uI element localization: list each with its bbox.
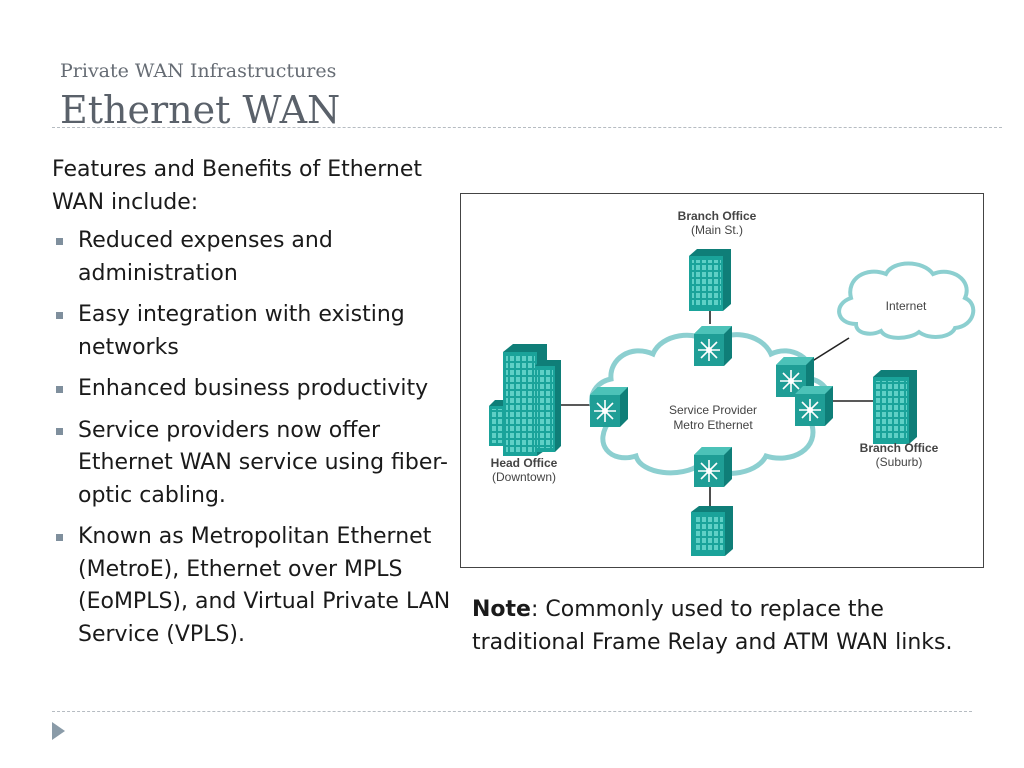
note-body: : Commonly used to replace the tradition… xyxy=(472,597,953,655)
right-lower-switch-icon xyxy=(794,385,834,427)
play-triangle-icon xyxy=(52,722,65,740)
internet-cloud xyxy=(837,261,976,340)
slide-subtitle: Private WAN Infrastructures xyxy=(60,60,337,82)
square-bullet-icon xyxy=(56,427,63,435)
list-item-text: Service providers now offer Ethernet WAN… xyxy=(78,417,448,508)
metro-ethernet-cloud xyxy=(589,332,833,476)
branch-suburb-location: (Suburb) xyxy=(876,455,923,469)
top-switch-icon xyxy=(693,325,733,367)
list-item: Service providers now offer Ethernet WAN… xyxy=(52,415,452,513)
branch-office-suburb-building-icon xyxy=(873,370,917,444)
square-bullet-icon xyxy=(56,534,63,541)
bottom-divider xyxy=(52,711,972,712)
list-item: Reduced expenses and administration xyxy=(52,225,452,290)
feature-list: Reduced expenses and administration Easy… xyxy=(52,225,452,651)
intro-text: Features and Benefits of Ethernet WAN in… xyxy=(52,157,422,215)
branch-suburb-name: Branch Office xyxy=(860,441,939,455)
head-office-location: (Downtown) xyxy=(492,470,556,484)
body-text: Features and Benefits of Ethernet WAN in… xyxy=(52,154,452,660)
list-item: Easy integration with existing networks xyxy=(52,299,452,364)
list-item-text: Enhanced business productivity xyxy=(78,376,429,401)
cloud-label-line1: Service Provider xyxy=(669,403,757,417)
branch-main-location: (Main St.) xyxy=(691,223,743,237)
square-bullet-icon xyxy=(56,312,63,319)
branch-office-main-building-icon xyxy=(689,249,731,311)
note-label: Note xyxy=(472,597,531,622)
bottom-switch-icon xyxy=(693,446,733,488)
note-text: Note: Commonly used to replace the tradi… xyxy=(472,594,972,659)
head-office-building-icon xyxy=(489,344,561,456)
network-diagram: Branch Office (Main St.) Internet Servic… xyxy=(460,193,984,568)
internet-label: Internet xyxy=(886,299,927,313)
left-switch-icon xyxy=(589,386,629,428)
cloud-label-line2: Metro Ethernet xyxy=(673,418,753,432)
head-office-name: Head Office xyxy=(491,456,558,470)
slide-title: Ethernet WAN xyxy=(60,88,341,132)
list-item-text: Known as Metropolitan Ethernet (MetroE),… xyxy=(78,524,451,647)
square-bullet-icon xyxy=(56,386,63,393)
square-bullet-icon xyxy=(56,238,63,245)
bottom-building-icon xyxy=(691,506,733,556)
list-item-text: Reduced expenses and administration xyxy=(78,228,333,286)
network-diagram-svg: Branch Office (Main St.) Internet Servic… xyxy=(489,209,976,556)
branch-main-name: Branch Office xyxy=(678,209,757,223)
list-item: Enhanced business productivity xyxy=(52,373,452,406)
list-item-text: Easy integration with existing networks xyxy=(78,302,405,360)
list-item: Known as Metropolitan Ethernet (MetroE),… xyxy=(52,521,452,651)
top-divider xyxy=(52,127,1002,128)
